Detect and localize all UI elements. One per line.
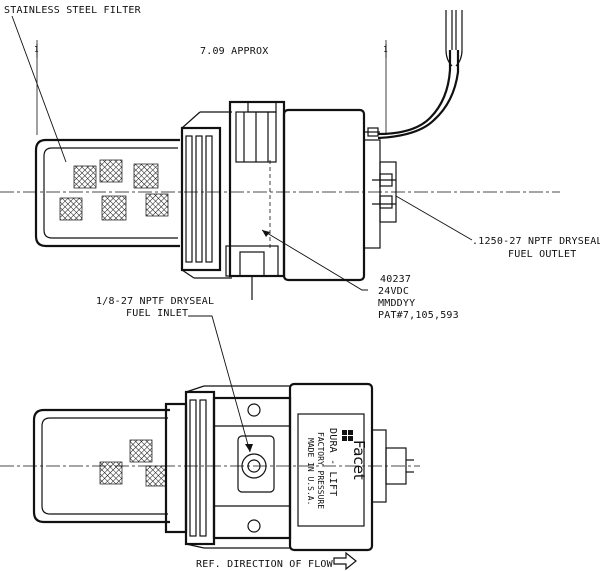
inlet-label-line1: 1/8-27 NPTF DRYSEAL <box>96 296 214 307</box>
brand-mark-icon <box>342 430 353 441</box>
inlet-leader <box>188 315 251 453</box>
part-number-label: 40237 <box>380 274 411 285</box>
inlet-port-inner <box>247 459 261 473</box>
motor-housing <box>282 108 397 282</box>
pump-body-lower <box>212 396 292 540</box>
coupling-flange <box>180 111 232 279</box>
pump-body <box>225 100 286 300</box>
svg-text:1: 1 <box>383 45 388 54</box>
patent-label: PAT#7,105,593 <box>378 310 459 321</box>
outlet-leader <box>395 195 473 241</box>
inlet-label-line2: FUEL INLET <box>126 308 188 319</box>
filter-leader <box>11 15 67 163</box>
svg-text:1: 1 <box>34 45 39 54</box>
coupling-flange-lower <box>164 385 290 549</box>
motor-housing-lower <box>288 382 414 552</box>
top-view <box>0 315 420 571</box>
length-dimension: 1 1 <box>34 40 388 135</box>
brand-logo: Facet <box>350 440 368 480</box>
flow-direction-label: REF. DIRECTION OF FLOW <box>196 559 334 570</box>
lead-wires <box>377 10 463 140</box>
date-code-label: MMDDYY <box>378 298 415 309</box>
outlet-label-line1: .1250-27 NPTF DRYSEAL <box>472 236 600 247</box>
factory-pressure-text: FACTORY PRESSURE <box>316 432 325 509</box>
filter-cup-lower <box>32 408 170 524</box>
filter-cup <box>34 138 180 248</box>
filter-label: STAINLESS STEEL FILTER <box>4 5 142 16</box>
inlet-port-outer <box>241 453 267 479</box>
filter-mesh <box>73 165 97 189</box>
brand-plate: Facet DURA - LIFT FACTORY PRESSURE MADE … <box>306 428 368 509</box>
product-name: DURA - LIFT <box>327 428 338 496</box>
label-leader <box>261 229 368 291</box>
flow-arrow-icon <box>333 551 357 571</box>
side-view: 1 1 <box>0 10 560 300</box>
made-in-text: MADE IN U.S.A. <box>306 438 315 505</box>
outlet-label-line2: FUEL OUTLET <box>508 249 576 260</box>
length-label: 7.09 APPROX <box>200 46 268 57</box>
voltage-label: 24VDC <box>378 286 409 297</box>
